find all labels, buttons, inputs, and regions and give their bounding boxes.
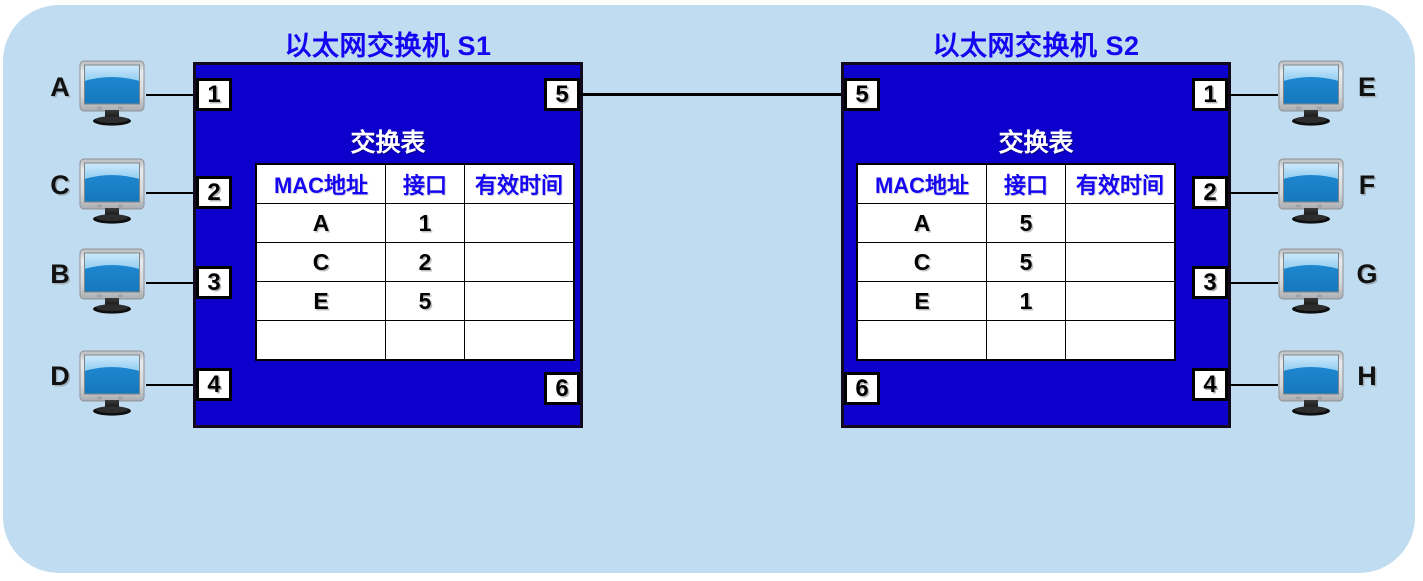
cell-mac: C — [856, 242, 987, 282]
column-header-ttl: 有效时间 — [464, 163, 575, 204]
cell-ttl — [1065, 203, 1176, 243]
cell-ttl — [1065, 281, 1176, 321]
table-row: E 5 — [255, 281, 575, 321]
table-row: C 2 — [255, 242, 575, 282]
link-s2-port1-to-e — [1228, 94, 1278, 96]
cell-port: 5 — [986, 242, 1066, 282]
table-header-row: MAC地址 接口 有效时间 — [255, 163, 575, 204]
column-header-mac: MAC地址 — [856, 163, 987, 204]
table-row — [856, 320, 1176, 361]
switch-s2-table-caption: 交换表 — [998, 129, 1074, 157]
cell-mac: A — [856, 203, 987, 243]
cell-mac: E — [856, 281, 987, 321]
cell-mac — [255, 320, 386, 361]
host-label-c: C — [50, 170, 70, 200]
host-label-g: G — [1356, 259, 1378, 289]
cell-port — [986, 320, 1066, 361]
link-s2-port2-to-f — [1228, 192, 1278, 194]
host-icon-f — [1278, 158, 1344, 224]
column-header-mac: MAC地址 — [255, 163, 386, 204]
cell-port: 2 — [385, 242, 465, 282]
link-a-to-s1-port1 — [146, 94, 196, 96]
switch-s1-port-2: 2 — [196, 176, 232, 209]
switch-s2-port-3: 3 — [1192, 266, 1228, 299]
host-icon-b — [79, 248, 145, 314]
switch-s2-mac-table: MAC地址 接口 有效时间 A 5 C 5 E 1 — [856, 163, 1176, 361]
host-icon-a — [79, 60, 145, 126]
link-s2-port4-to-h — [1228, 384, 1278, 386]
switch-s2-title: 以太网交换机 S2 — [932, 31, 1140, 61]
switch-s2-port-2: 2 — [1192, 176, 1228, 209]
host-icon-h — [1278, 350, 1344, 416]
link-b-to-s1-port3 — [146, 282, 196, 284]
cell-ttl — [464, 242, 575, 282]
table-row: E 1 — [856, 281, 1176, 321]
host-icon-g — [1278, 248, 1344, 314]
host-label-b: B — [50, 259, 70, 289]
cell-port: 5 — [385, 281, 465, 321]
cell-ttl — [464, 281, 575, 321]
host-icon-c — [79, 158, 145, 224]
link-d-to-s1-port4 — [146, 384, 196, 386]
switch-s1-port-6: 6 — [544, 372, 580, 405]
cell-ttl — [1065, 320, 1176, 361]
cell-ttl — [1065, 242, 1176, 282]
cell-port — [385, 320, 465, 361]
table-row: A 5 — [856, 203, 1176, 243]
switch-s1-port-3: 3 — [196, 266, 232, 299]
host-icon-d — [79, 350, 145, 416]
switch-s2-port-5: 5 — [844, 78, 880, 111]
host-label-d: D — [50, 361, 70, 391]
column-header-port: 接口 — [986, 163, 1066, 204]
link-s2-port3-to-g — [1228, 282, 1278, 284]
host-label-a: A — [50, 72, 70, 102]
host-icon-e — [1278, 60, 1344, 126]
host-label-e: E — [1357, 72, 1376, 102]
table-row — [255, 320, 575, 361]
cell-ttl — [464, 203, 575, 243]
cell-mac: E — [255, 281, 386, 321]
column-header-port: 接口 — [385, 163, 465, 204]
cell-port: 1 — [986, 281, 1066, 321]
trunk-link-s1-s2 — [580, 93, 844, 96]
table-row: A 1 — [255, 203, 575, 243]
switch-s1-mac-table: MAC地址 接口 有效时间 A 1 C 2 E 5 — [255, 163, 575, 361]
switch-s1-port-1: 1 — [196, 78, 232, 111]
cell-mac: A — [255, 203, 386, 243]
switch-s1-port-5: 5 — [544, 78, 580, 111]
cell-mac: C — [255, 242, 386, 282]
column-header-ttl: 有效时间 — [1065, 163, 1176, 204]
table-row: C 5 — [856, 242, 1176, 282]
cell-port: 5 — [986, 203, 1066, 243]
switch-s2-port-1: 1 — [1192, 78, 1228, 111]
switch-s1-table-caption: 交换表 — [350, 129, 426, 157]
table-header-row: MAC地址 接口 有效时间 — [856, 163, 1176, 204]
cell-ttl — [464, 320, 575, 361]
link-c-to-s1-port2 — [146, 192, 196, 194]
switch-s1-port-4: 4 — [196, 368, 232, 401]
host-label-f: F — [1358, 170, 1376, 200]
switch-s2-port-4: 4 — [1192, 368, 1228, 401]
switch-s2-port-6: 6 — [844, 372, 880, 405]
switch-s1-title: 以太网交换机 S1 — [284, 31, 492, 61]
cell-mac — [856, 320, 987, 361]
cell-port: 1 — [385, 203, 465, 243]
host-label-h: H — [1357, 361, 1377, 391]
